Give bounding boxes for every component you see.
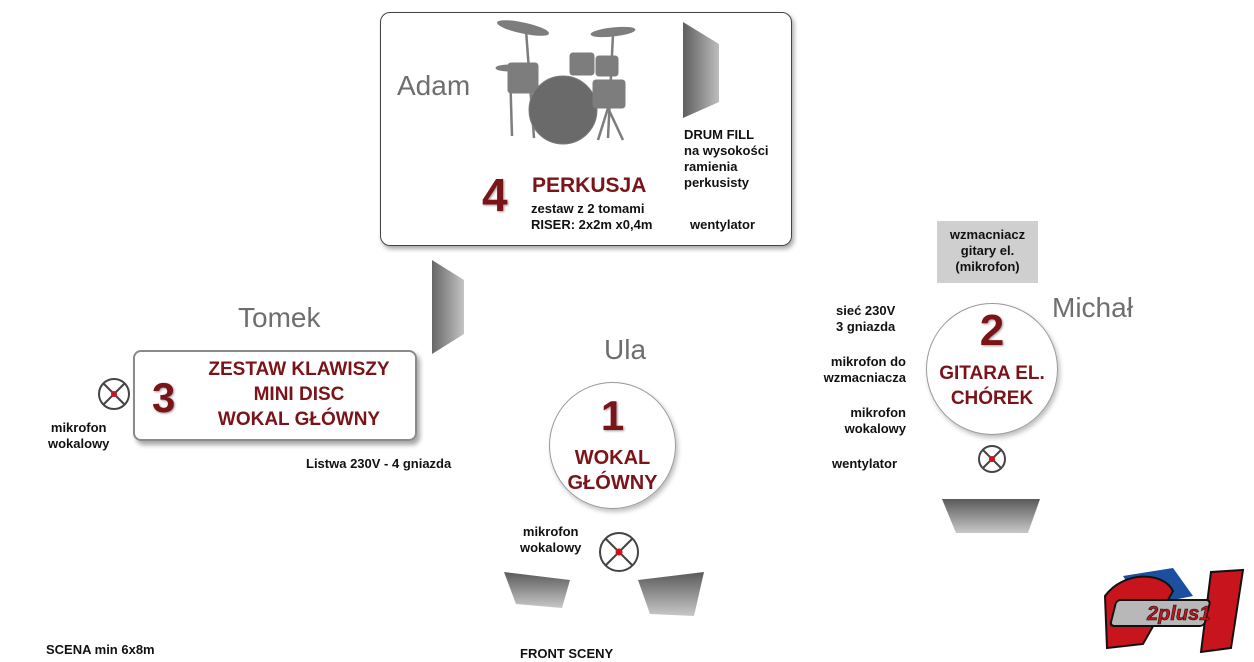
guitar-monitor-icon bbox=[942, 499, 1040, 533]
guitar-fan-label: wentylator bbox=[832, 456, 898, 471]
vocal-description: WOKAL GŁÓWNY bbox=[567, 447, 658, 494]
drum-area-box bbox=[380, 12, 792, 246]
guitar-description: GITARA EL. CHÓREK bbox=[939, 363, 1045, 409]
keys-area-box bbox=[133, 350, 417, 441]
vocal-number: 1 bbox=[600, 392, 625, 439]
keys-number: 3 bbox=[152, 374, 176, 421]
vocal-circle bbox=[549, 382, 676, 509]
svg-text:2plus1: 2plus1 bbox=[1146, 603, 1210, 625]
drummer-name: Adam bbox=[397, 70, 471, 101]
vocal-mic-icon bbox=[599, 532, 639, 572]
guitar-amp-box: wzmacniacz gitary el. (mikrofon) bbox=[937, 221, 1038, 283]
guitar-number: 2 bbox=[979, 306, 1005, 355]
front-of-stage-label: FRONT SCENY bbox=[520, 646, 614, 661]
vocal-mic-label: mikrofon wokalowy bbox=[520, 524, 582, 555]
drum-fan-label: wentylator bbox=[690, 217, 756, 232]
keys-description: ZESTAW KLAWISZY MINI DISC WOKAL GŁÓWNY bbox=[208, 359, 390, 430]
band-logo: 2plus1 bbox=[1103, 568, 1245, 654]
drum-kit-icon bbox=[495, 20, 636, 145]
keys-monitor-icon bbox=[432, 260, 464, 354]
drum-details: zestaw z 2 tomami RISER: 2x2m x0,4m bbox=[531, 201, 653, 232]
vocal-name: Ula bbox=[604, 334, 647, 365]
guitar-power-label: sieć 230V 3 gniazda bbox=[836, 303, 896, 334]
guitar-vocal-mic-icon bbox=[978, 445, 1006, 473]
guitar-circle bbox=[926, 303, 1058, 435]
drum-title: PERKUSJA bbox=[532, 174, 647, 197]
guitar-vocal-mic-label: mikrofon wokalowy bbox=[844, 405, 906, 436]
drum-fill-monitor-icon bbox=[683, 22, 719, 118]
front-left-monitor-icon bbox=[504, 572, 570, 608]
keys-mic-label: mikrofon wokalowy bbox=[48, 420, 110, 451]
keys-power-label: Listwa 230V - 4 gniazda bbox=[306, 456, 452, 471]
front-right-monitor-icon bbox=[638, 572, 704, 616]
guitarist-name: Michał bbox=[1052, 292, 1133, 323]
drum-fill-label: DRUM FILL na wysokości ramienia perkusis… bbox=[684, 127, 769, 190]
drum-number: 4 bbox=[482, 169, 508, 221]
keys-player-name: Tomek bbox=[238, 302, 321, 333]
keys-vocal-mic-icon bbox=[98, 378, 130, 410]
guitar-amp-mic-label: mikrofon do wzmacniacza bbox=[823, 354, 906, 385]
stage-size-label: SCENA min 6x8m bbox=[46, 642, 155, 657]
